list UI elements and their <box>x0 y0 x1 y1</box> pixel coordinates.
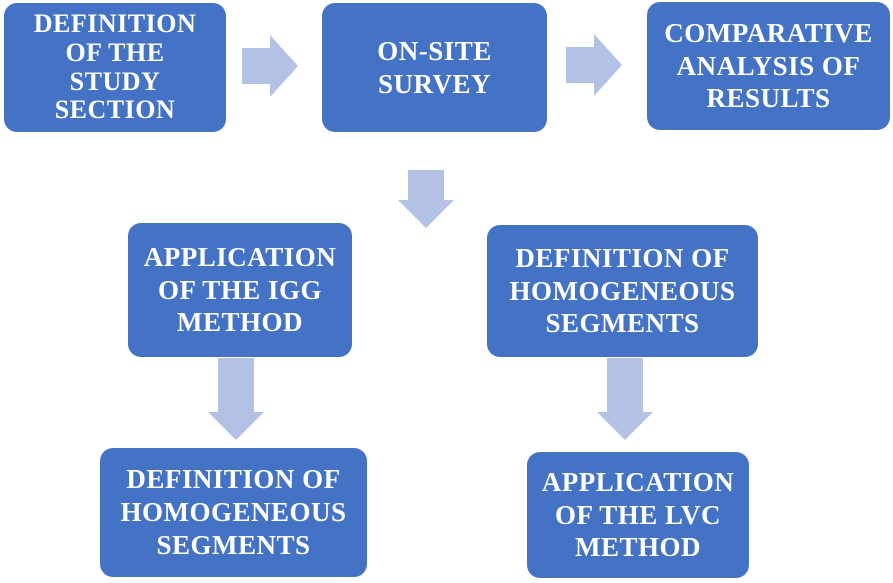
flow-box-homogeneous-segments-right: DEFINITION OF HOMOGENEOUS SEGMENTS <box>487 225 758 357</box>
down-arrow-icon <box>208 358 264 440</box>
box-label-study-section: DEFINITION OF THE STUDY SECTION <box>33 9 197 125</box>
box-label-igg-method: APPLICATION OF THE IGG METHOD <box>143 241 337 338</box>
box-label-lvc-method: APPLICATION OF THE LVC METHOD <box>541 466 735 563</box>
right-arrow-icon <box>566 34 622 96</box>
box-label-comparative-analysis: COMPARATIVE ANALYSIS OF RESULTS <box>664 17 873 114</box>
flow-box-comparative-analysis: COMPARATIVE ANALYSIS OF RESULTS <box>647 2 890 130</box>
down-arrow-icon <box>597 358 653 440</box>
flow-box-on-site-survey: ON-SITE SURVEY <box>322 3 547 132</box>
flow-box-application-igg-method: APPLICATION OF THE IGG METHOD <box>128 223 352 357</box>
flow-box-application-lvc-method: APPLICATION OF THE LVC METHOD <box>527 452 749 578</box>
box-label-homogeneous-segments-right: DEFINITION OF HOMOGENEOUS SEGMENTS <box>509 242 736 339</box>
right-arrow-icon <box>242 35 298 97</box>
box-label-homogeneous-segments-left: DEFINITION OF HOMOGENEOUS SEGMENTS <box>120 464 347 560</box>
down-arrow-icon <box>398 170 454 228</box>
flow-box-homogeneous-segments-left: DEFINITION OF HOMOGENEOUS SEGMENTS <box>100 448 367 577</box>
box-label-on-site-survey: ON-SITE SURVEY <box>377 35 492 99</box>
flow-box-definition-study-section: DEFINITION OF THE STUDY SECTION <box>4 3 226 132</box>
